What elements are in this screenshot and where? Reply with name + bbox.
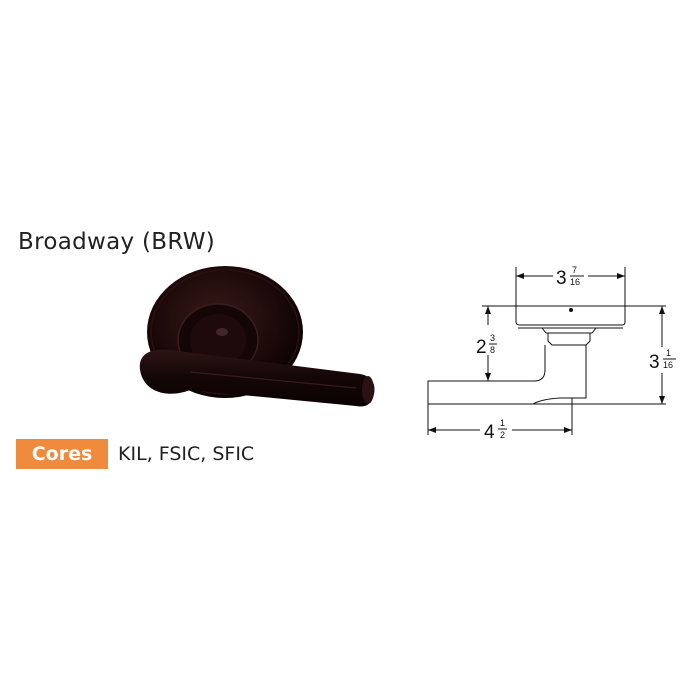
- dim-rose-num: 7: [572, 265, 577, 275]
- dim-proj-num: 1: [666, 348, 671, 358]
- dim-height-den: 8: [490, 345, 495, 355]
- dim-proj-whole: 3: [649, 352, 660, 373]
- dim-height-num: 3: [490, 333, 495, 343]
- dim-length-num: 1: [500, 418, 505, 428]
- product-title: Broadway (BRW): [18, 229, 216, 255]
- dim-length-whole: 4: [484, 422, 495, 443]
- dim-height-whole: 2: [476, 337, 487, 358]
- dim-proj-den: 16: [663, 360, 673, 370]
- dim-rose-den: 16: [570, 277, 580, 287]
- dimension-drawing: 3 7 16 2 3 8 3 1 16 4 1 2: [420, 255, 690, 450]
- lever-handle-photo: [130, 262, 390, 417]
- cores-list: KIL, FSIC, SFIC: [118, 443, 255, 465]
- cores-badge: Cores: [16, 439, 108, 469]
- dim-rose-whole: 3: [556, 268, 567, 289]
- dim-length-den: 2: [500, 430, 505, 440]
